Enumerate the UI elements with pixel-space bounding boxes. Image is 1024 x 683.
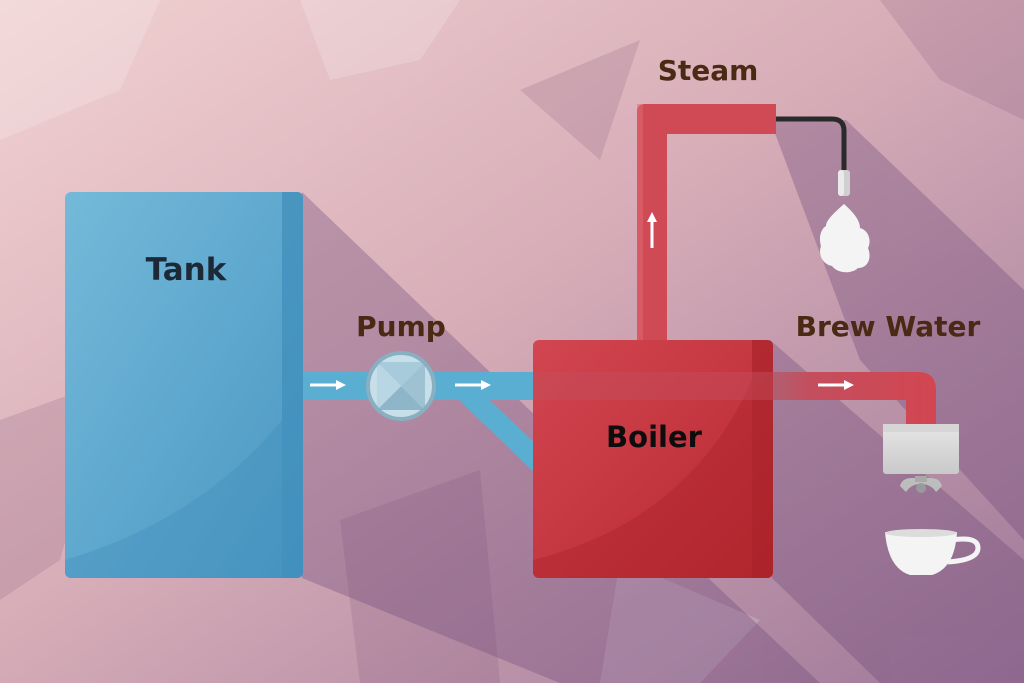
arrow-right-icon — [818, 380, 854, 390]
arrow-right-icon — [310, 380, 346, 390]
steam-cloud-icon — [819, 204, 870, 273]
brew-water-label: Brew Water — [796, 310, 981, 343]
coffee-cup-icon — [885, 529, 981, 575]
water-tank: Tank — [65, 192, 303, 578]
pump-valve-icon — [366, 351, 436, 421]
boiler-label: Boiler — [606, 420, 703, 454]
boiler: Boiler — [533, 340, 773, 578]
arrow-right-icon — [455, 380, 491, 390]
steam-label: Steam — [658, 54, 759, 87]
steam-pipe — [637, 104, 776, 345]
steam-wand-icon — [776, 116, 850, 196]
flow-arrows — [310, 212, 854, 390]
tank-label: Tank — [146, 252, 228, 288]
group-head-icon — [883, 424, 959, 493]
arrow-up-icon — [647, 212, 657, 248]
pump-label: Pump — [356, 310, 446, 343]
